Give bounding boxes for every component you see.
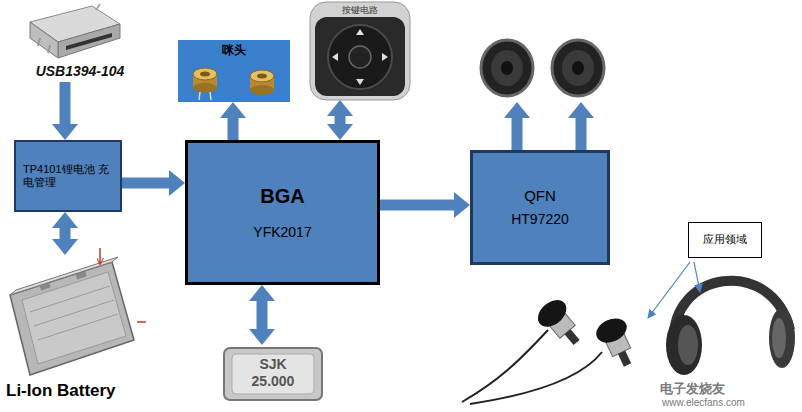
node-text: 按键电路 [342, 5, 378, 16]
crystal-picture-part [232, 354, 314, 394]
speaker-picture [481, 40, 604, 96]
usb-connector-picture-part [48, 45, 50, 53]
battery-picture-part [99, 248, 101, 264]
earphones-picture-part [533, 295, 589, 353]
application-pointer-part [648, 262, 690, 318]
usb-connector-picture-part [58, 24, 120, 58]
headphones-picture-part [769, 308, 795, 368]
application-pointer-part [694, 262, 700, 292]
headphones-picture [666, 281, 795, 375]
crystal-picture [224, 348, 322, 400]
block-arrow [60, 228, 71, 239]
keypad-picture-part [349, 46, 371, 68]
node-text: BGA [260, 184, 304, 208]
earphones-picture-part [592, 314, 642, 372]
keypad-picture-part [328, 25, 392, 89]
keypad-picture-part [356, 79, 364, 85]
speaker-picture-part [491, 50, 523, 86]
battery-picture [10, 248, 146, 375]
node-text: Li-Ion Battery [6, 381, 116, 401]
speaker-picture-part [552, 40, 604, 96]
microphone-picture-part [193, 83, 217, 93]
block-arrow [122, 178, 169, 189]
speaker-arrow-part [512, 118, 523, 150]
earphones-picture-part [592, 314, 630, 347]
application-pointer [648, 262, 700, 318]
application-box: 应用领域 [688, 222, 762, 258]
microphone-picture-part [199, 92, 200, 100]
speaker-picture-part [481, 40, 533, 96]
keypad: 按键电路 [310, 2, 410, 100]
headphones-picture-part [772, 318, 786, 358]
earphones-picture [462, 295, 642, 404]
block-arrow [228, 118, 239, 140]
usb-connector-picture-part [30, 22, 58, 58]
earphones-picture-part [470, 352, 602, 404]
usb-connector-picture-part [66, 33, 112, 50]
headphones-picture-part [678, 325, 698, 365]
charger-chip-box: TP4101锂电池 充电管理 [14, 140, 122, 212]
usb-connector: USB1394-104 [20, 2, 140, 82]
headphones-picture-part [666, 315, 702, 375]
keypad-picture-part [332, 53, 338, 61]
microphone-picture-part [200, 72, 210, 77]
battery-picture-part [10, 262, 134, 375]
processor-box: BGA YFK2017 [185, 140, 380, 285]
speaker-picture-part [562, 50, 594, 86]
node-text: YFK2017 [253, 224, 311, 241]
microphone-picture [178, 40, 290, 102]
earphones-picture-part [618, 351, 631, 367]
node-text: 咪头 [222, 43, 246, 57]
node-text: TP4101锂电池 充电管理 [23, 163, 113, 189]
microphone-picture-part [210, 92, 211, 100]
microphone-picture-part [257, 74, 267, 79]
battery: Li-Ion Battery [4, 255, 144, 401]
usb-connector-picture-part [96, 4, 100, 10]
amplifier-box: QFN HT97220 [470, 150, 610, 265]
speaker-picture-part [501, 61, 513, 75]
earphones-picture-part [533, 295, 572, 332]
watermark: 电子发烧友 [660, 381, 725, 397]
microphone: 咪头 [178, 40, 290, 102]
usb-connector-picture-part [38, 38, 40, 46]
battery-picture-part [137, 321, 146, 323]
keypad-picture-part [382, 53, 388, 61]
microphone-picture-part [178, 40, 290, 102]
battery-picture-part [40, 283, 51, 291]
crystal-picture-part [224, 348, 322, 400]
battery-picture-part [22, 272, 126, 364]
microphone-picture-part [250, 70, 274, 82]
battery-picture-part [34, 300, 114, 326]
crystal: SJK 25.000 [224, 345, 322, 401]
microphone-picture-part [250, 85, 274, 95]
block-arrow [257, 301, 268, 329]
microphone-picture-part [193, 68, 217, 80]
battery-picture-part [76, 272, 87, 280]
battery-picture-part [38, 314, 118, 340]
node-text: USB1394-104 [36, 63, 125, 80]
node-text: 应用领域 [703, 233, 747, 246]
keypad-picture-part [310, 2, 410, 100]
earphones-picture-part [565, 329, 580, 345]
block-arrow [380, 200, 454, 211]
node-text: SJK 25.000 [245, 356, 301, 390]
watermark: www.elecfans.com [662, 397, 745, 409]
speaker-picture-part [572, 61, 584, 75]
speaker-arrow [517, 118, 581, 150]
block-arrow [335, 116, 346, 124]
keypad-picture-part [356, 29, 364, 35]
block-arrow [60, 82, 71, 124]
node-text: HT97220 [511, 211, 569, 228]
speaker-arrow-part [576, 118, 587, 150]
earphones-picture-part [462, 330, 548, 402]
usb-connector-picture [30, 4, 120, 58]
node-text: QFN [524, 187, 556, 205]
keypad-picture-part [315, 17, 405, 96]
keypad-picture [310, 2, 410, 100]
